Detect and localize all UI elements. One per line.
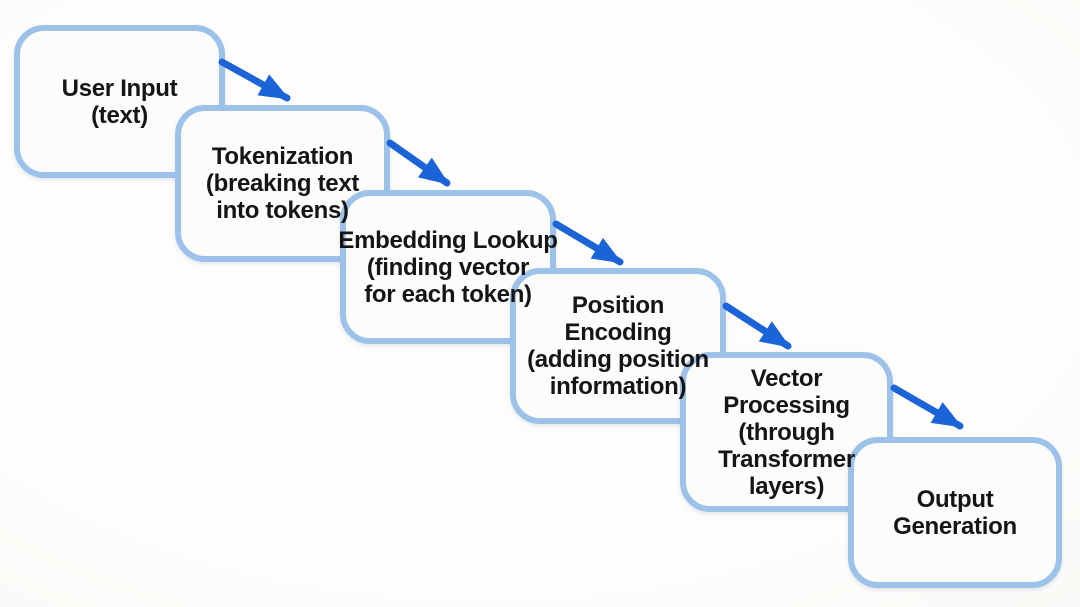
step-label-line: information) [549, 373, 687, 400]
step-label-line: Transformer [718, 445, 855, 473]
flow-arrow-3 [552, 220, 624, 266]
step-label-line: for each token) [364, 280, 532, 308]
step-label-line: Embedding Lookup [338, 226, 558, 254]
step-label-line: Vector [750, 364, 823, 392]
flow-step-label: Output Generation [834, 437, 1076, 588]
step-label-line: Generation [893, 512, 1017, 540]
step-label-line: User Input [61, 74, 178, 102]
step-label-line: into tokens) [216, 197, 349, 224]
step-label-line: (text) [91, 101, 148, 129]
step-label-line: (finding vector [366, 253, 530, 281]
step-label-line: Output [916, 485, 994, 513]
flow-arrow-2 [386, 139, 451, 187]
step-label-line: layers) [748, 472, 825, 500]
flow-arrow-4 [722, 302, 792, 350]
flow-arrow-1 [218, 58, 291, 102]
flow-arrow-5 [890, 384, 964, 430]
step-label-line: Encoding [564, 319, 672, 346]
step-label-line: Tokenization [211, 143, 354, 170]
flow-step-output-generation: Output Generation [848, 437, 1062, 588]
step-label-line: Position [571, 292, 665, 319]
step-label-line: Processing [723, 391, 850, 419]
step-label-line: (through [738, 418, 835, 446]
step-label-line: (breaking text [205, 170, 360, 197]
